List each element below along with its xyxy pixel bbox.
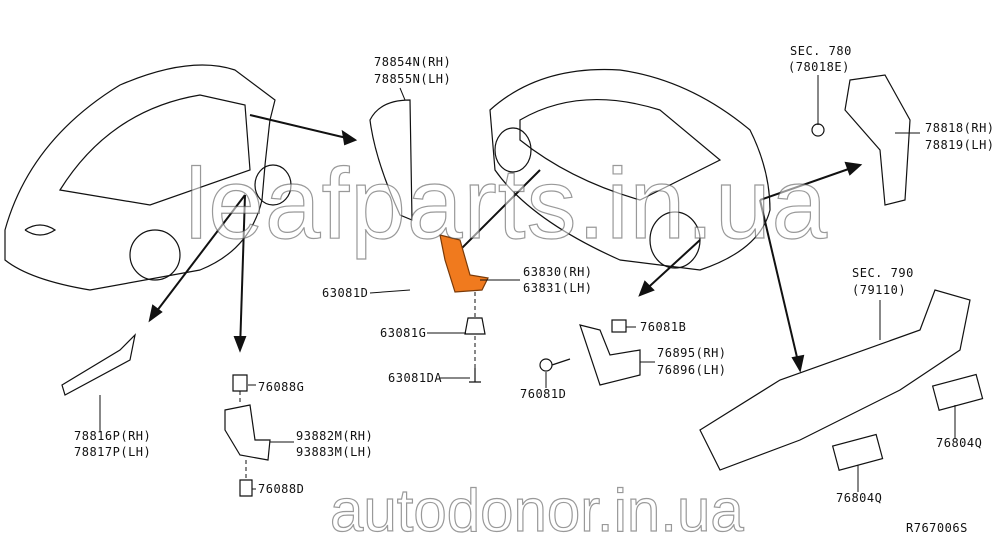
part-76804q-a: [931, 373, 984, 411]
label-78018e: (78018E): [788, 60, 850, 74]
label-76804q-a: 76804Q: [936, 436, 983, 450]
label-76088d: 76088D: [258, 482, 305, 496]
part-63830-mudguard: [439, 234, 489, 293]
label-63081d: 63081D: [322, 286, 369, 300]
part-78816p: [61, 333, 136, 396]
part-76088g: [232, 374, 248, 392]
part-76081d: [539, 358, 571, 372]
leader-arrows: [148, 114, 863, 373]
part-76088d: [239, 479, 253, 497]
car-front-view: [4, 64, 292, 291]
watermark-leafparts: leafparts.in.ua: [184, 148, 829, 260]
label-78817p: 78817P(LH): [74, 445, 152, 459]
label-76081d: 76081D: [520, 387, 567, 401]
part-clip-78018e: [811, 123, 825, 137]
label-63830: 63830(RH): [523, 265, 593, 279]
part-78854n: [369, 99, 413, 221]
part-93882m: [224, 404, 271, 461]
part-63081g: [464, 317, 486, 335]
label-93882m: 93882M(RH): [296, 429, 374, 443]
label-76804q-b: 76804Q: [836, 491, 883, 505]
label-78816p: 78816P(RH): [74, 429, 152, 443]
part-79110-rear-panel: [699, 289, 971, 471]
part-76081b: [611, 319, 627, 333]
label-76896: 76896(LH): [657, 363, 727, 377]
label-63081g: 63081G: [380, 326, 427, 340]
label-63081da: 63081DA: [388, 371, 443, 385]
label-79110: (79110): [852, 283, 907, 297]
watermark-autodonor: autodonor.in.ua: [329, 477, 744, 544]
part-78818: [844, 74, 911, 206]
car-rear-view: [489, 68, 771, 271]
label-sec-790: SEC. 790: [852, 266, 914, 280]
label-sec-780: SEC. 780: [790, 44, 852, 58]
label-63831: 63831(LH): [523, 281, 593, 295]
diagram-id: R767006S: [906, 521, 968, 535]
label-78819: 78819(LH): [925, 138, 995, 152]
part-63081da: [469, 368, 481, 383]
label-78818: 78818(RH): [925, 121, 995, 135]
label-76081b: 76081B: [640, 320, 687, 334]
label-78855n: 78855N(LH): [374, 72, 452, 86]
label-78854n: 78854N(RH): [374, 55, 452, 69]
label-76088g: 76088G: [258, 380, 305, 394]
label-93883m: 93883M(LH): [296, 445, 374, 459]
part-76895-mudflap: [579, 324, 641, 386]
label-76895: 76895(RH): [657, 346, 727, 360]
part-76804q-b: [831, 433, 884, 471]
label-leaders: [99, 75, 956, 492]
